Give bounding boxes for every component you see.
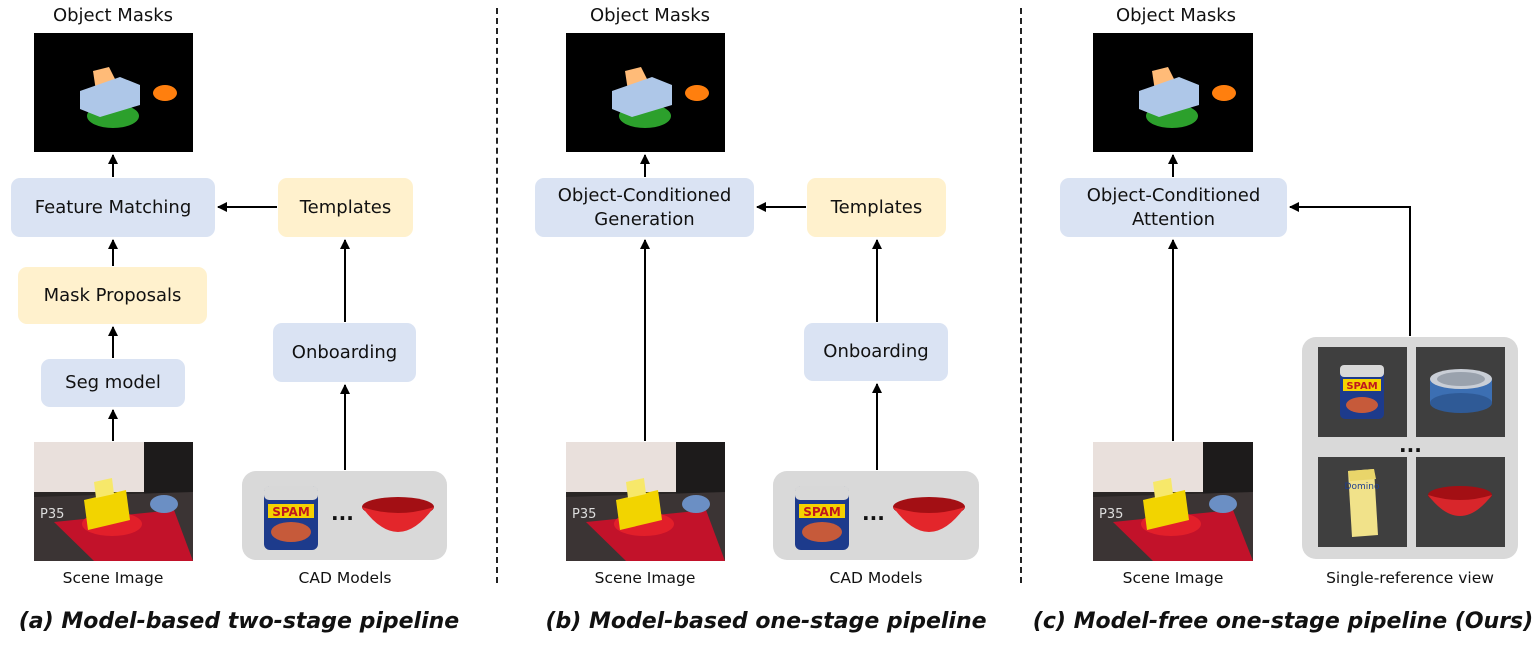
arrow-reference-to-attention — [1289, 202, 1411, 336]
onboarding-box-a: Onboarding — [273, 323, 416, 382]
generation-label-line1: Object-Conditioned — [557, 184, 732, 206]
spam-label-a: SPAM — [272, 505, 310, 519]
templates-box-a: Templates — [278, 178, 413, 237]
seg-model-box: Seg model — [41, 359, 185, 407]
separator-line-2 — [1020, 8, 1022, 583]
cad-caption-a: CAD Models — [298, 569, 392, 587]
ellipsis-c: ... — [1399, 433, 1422, 457]
scene-caption-a: Scene Image — [62, 569, 164, 587]
reference-caption: Single-reference view — [1326, 569, 1494, 587]
reference-view-tuna-can — [1416, 347, 1505, 437]
scene-image-a: P35 — [34, 442, 193, 561]
onboarding-box-b: Onboarding — [804, 323, 948, 381]
svg-text:P35: P35 — [572, 507, 596, 522]
object-masks-title-c: Object Masks — [1115, 5, 1237, 26]
templates-box-b: Templates — [807, 178, 946, 237]
object-masks-title-b: Object Masks — [589, 5, 711, 26]
object-conditioned-attention-box: Object-Conditioned Attention — [1060, 178, 1287, 237]
scene-caption-c: Scene Image — [1122, 569, 1224, 587]
subtitle-a: (a) Model-based two-stage pipeline — [18, 609, 460, 634]
templates-label-b: Templates — [830, 196, 923, 218]
onboarding-label-a: Onboarding — [291, 341, 398, 363]
spam-label-c: SPAM — [1346, 381, 1377, 392]
svg-text:P35: P35 — [40, 507, 64, 522]
spam-can-image-a: SPAM — [260, 484, 322, 552]
generation-label-line2: Generation — [594, 208, 695, 230]
scene-caption-b: Scene Image — [594, 569, 696, 587]
cad-caption-b: CAD Models — [829, 569, 923, 587]
domino-label: Domino — [1345, 482, 1380, 492]
templates-label-a: Templates — [299, 196, 392, 218]
scene-image-b: P35 — [566, 442, 725, 561]
red-bowl-image-a — [358, 495, 438, 540]
subtitle-c: (c) Model-free one-stage pipeline (Ours) — [1032, 609, 1534, 634]
spam-label-b: SPAM — [803, 505, 841, 519]
scene-image-c: P35 — [1093, 442, 1253, 561]
red-bowl-image-b — [889, 495, 969, 540]
subtitle-b: (b) Model-based one-stage pipeline — [545, 609, 987, 634]
separator-line-1 — [496, 8, 498, 583]
object-masks-image-c — [1093, 33, 1253, 152]
mask-proposals-label: Mask Proposals — [43, 284, 182, 306]
attention-label-line2: Attention — [1131, 208, 1216, 230]
ellipsis-a: ... — [331, 501, 354, 525]
feature-matching-label: Feature Matching — [34, 196, 192, 218]
object-masks-title-a: Object Masks — [52, 5, 174, 26]
ellipsis-b: ... — [862, 501, 885, 525]
mask-proposals-box: Mask Proposals — [18, 267, 207, 324]
object-masks-image-a — [34, 33, 193, 152]
onboarding-label-b: Onboarding — [823, 341, 929, 362]
seg-model-label: Seg model — [65, 372, 161, 393]
feature-matching-box: Feature Matching — [11, 178, 215, 237]
reference-view-sugar-box: Domino — [1318, 457, 1407, 547]
attention-label-line1: Object-Conditioned — [1086, 184, 1261, 206]
reference-view-spam: SPAM — [1318, 347, 1407, 437]
object-masks-image-b — [566, 33, 725, 152]
spam-can-image-b: SPAM — [791, 484, 853, 552]
object-conditioned-generation-box: Object-Conditioned Generation — [535, 178, 754, 237]
svg-text:P35: P35 — [1099, 507, 1123, 522]
reference-view-red-bowl — [1416, 457, 1505, 547]
